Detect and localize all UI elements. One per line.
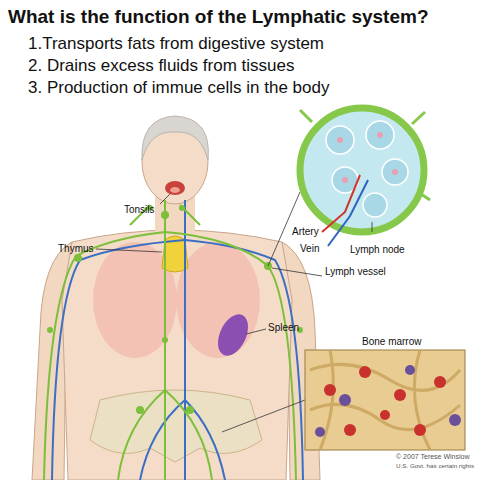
part-label: Thymus (58, 243, 94, 255)
part-label: Tonsils (124, 204, 155, 216)
diagram-title: What is the function of the Lymphatic sy… (8, 6, 429, 28)
part-label: Spleen (268, 322, 299, 334)
part-label: Lymph node (350, 244, 405, 256)
list-item: 2. Drains excess fluids from tissues (28, 56, 294, 76)
part-label: Lymph vessel (325, 266, 386, 278)
credit-text: U.S. Govt. has certain rights (396, 462, 474, 469)
list-item: 1.Transports fats from digestive system (28, 34, 324, 54)
list-item: 3. Production of immue cells in the body (28, 78, 329, 98)
part-label: Vein (300, 243, 319, 255)
part-label: Bone marrow (362, 336, 421, 348)
credit-text: © 2007 Terese Winslow (396, 453, 470, 461)
part-label: Artery (292, 226, 319, 238)
